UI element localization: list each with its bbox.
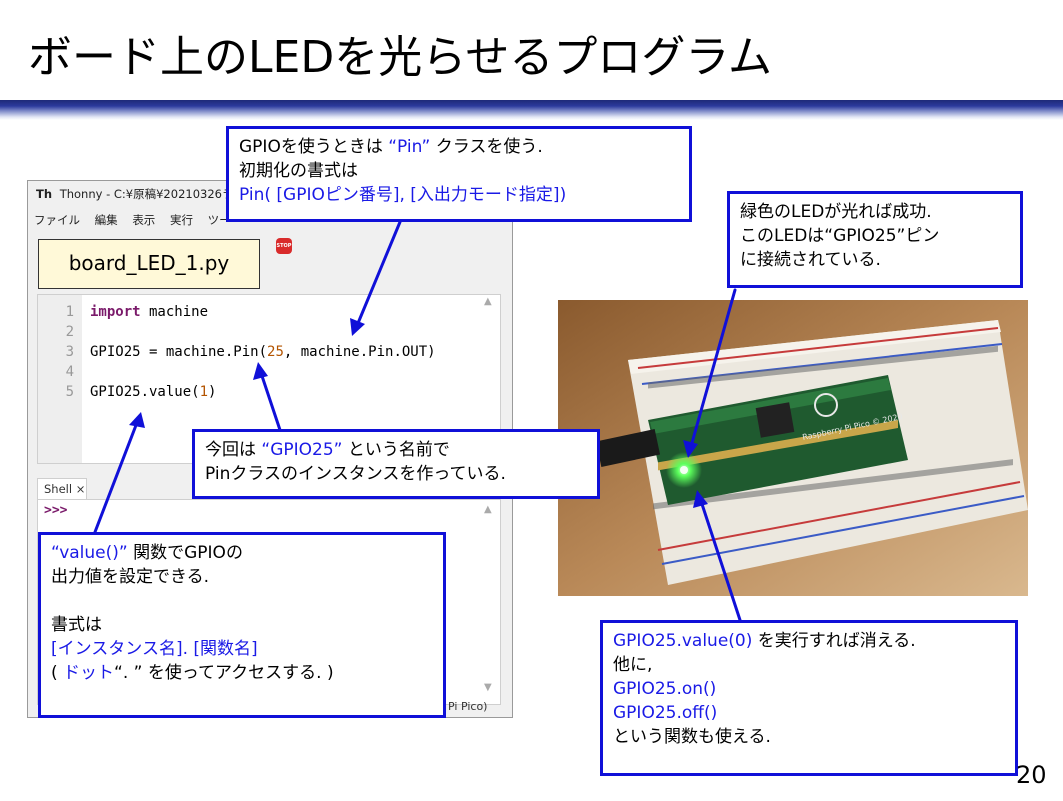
code-line-5: GPIO25.value(1) <box>90 382 216 402</box>
code-text: GPIO25.value( <box>90 384 200 400</box>
thonny-titlebar: Th Thonny - C:¥原稿¥20210326ラ <box>36 186 233 202</box>
menu-edit[interactable]: 編集 <box>94 213 118 227</box>
line-number: 4 <box>65 364 74 380</box>
callout-led-success: 緑色のLEDが光れば成功. このLEDは“GPIO25”ピン に接続されている. <box>727 191 1023 288</box>
callout-line: Pinクラスのインスタンスを作っている. <box>205 464 506 484</box>
callout-highlight: ドット <box>63 663 115 683</box>
line-number: 1 <box>65 304 74 320</box>
callout-line: GPIO25.off() <box>613 703 718 723</box>
callout-text: を実行すれば消える. <box>752 631 916 651</box>
callout-text: GPIOを使うときは <box>239 137 389 157</box>
callout-line: 書式は <box>51 615 102 635</box>
callout-line: [インスタンス名]. [関数名] <box>51 639 258 659</box>
code-number: 1 <box>199 384 209 400</box>
line-number-gutter <box>38 295 82 463</box>
callout-line: Pin( [GPIOピン番号], [入出力モード指定]) <box>239 185 567 205</box>
callout-line: という関数も使える. <box>613 727 771 747</box>
file-name-label: board_LED_1.py <box>38 239 260 289</box>
code-number: 25 <box>267 344 284 360</box>
callout-line: 今回は “GPIO25” という名前で <box>205 438 587 462</box>
menu-view[interactable]: 表示 <box>132 213 156 227</box>
callout-line: “value()” 関数でGPIOの <box>51 541 433 565</box>
callout-instance: 今回は “GPIO25” という名前で Pinクラスのインスタンスを作っている. <box>192 429 600 499</box>
callout-text: 関数でGPIOの <box>127 543 243 563</box>
callout-value-function: “value()” 関数でGPIOの 出力値を設定できる. 書式は [インスタン… <box>38 532 446 718</box>
callout-line: GPIO25.on() <box>613 679 717 699</box>
editor-scroll-up-icon[interactable]: ▲ <box>484 296 492 307</box>
shell-scroll-up-icon[interactable]: ▲ <box>484 504 492 515</box>
slide-title: ボード上のLEDを光らせるプログラム <box>28 32 772 83</box>
code-text: GPIO25 = machine.Pin( <box>90 344 268 360</box>
page-number: 20 <box>1016 761 1047 789</box>
thonny-logo-icon: Th <box>36 187 53 201</box>
callout-line: 初期化の書式は <box>239 161 358 181</box>
code-text: , machine.Pin.OUT) <box>283 344 436 360</box>
code-line-1: import machine <box>90 302 208 322</box>
thonny-menubar: ファイル 編集 表示 実行 ツー <box>34 212 242 228</box>
title-underline <box>0 100 1063 120</box>
callout-text: という名前で <box>342 440 450 460</box>
menu-file[interactable]: ファイル <box>34 213 80 227</box>
code-text: ) <box>208 384 217 400</box>
callout-line: 出力値を設定できる. <box>51 567 210 587</box>
tab-shell[interactable]: Shell × <box>37 478 87 500</box>
code-text: machine <box>140 304 209 320</box>
shell-scroll-down-icon[interactable]: ▼ <box>484 682 492 693</box>
menu-tools[interactable]: ツー <box>207 213 231 227</box>
menu-run[interactable]: 実行 <box>169 213 193 227</box>
interpreter-status[interactable]: y Pi Pico) <box>438 700 488 713</box>
line-number: 5 <box>65 384 74 400</box>
callout-line: 緑色のLEDが光れば成功. <box>740 202 932 222</box>
shell-prompt: >>> <box>44 503 68 518</box>
callout-on-off: GPIO25.value(0) を実行すれば消える. 他に, GPIO25.on… <box>600 620 1018 776</box>
callout-line: このLEDは“GPIO25”ピン <box>740 226 940 246</box>
code-line-3: GPIO25 = machine.Pin(25, machine.Pin.OUT… <box>90 342 436 362</box>
callout-line: GPIOを使うときは “Pin” クラスを使う. <box>239 135 679 159</box>
callout-text: 今回は <box>205 440 262 460</box>
line-number: 3 <box>65 344 74 360</box>
thonny-window-title: Thonny - C:¥原稿¥20210326ラ <box>59 187 234 201</box>
callout-line: に接続されている. <box>740 250 881 270</box>
code-keyword: import <box>90 304 141 320</box>
callout-line: ( ドット“. ” を使ってアクセスする. ) <box>51 661 433 685</box>
callout-highlight: “GPIO25” <box>261 440 343 460</box>
callout-line: 他に, <box>613 655 653 675</box>
callout-text: ( <box>51 663 64 683</box>
pico-breadboard-photo: Raspberry Pi Pico © 2020 <box>558 300 1028 596</box>
callout-line: GPIO25.value(0) を実行すれば消える. <box>613 629 1005 653</box>
callout-pin-class: GPIOを使うときは “Pin” クラスを使う. 初期化の書式は Pin( [G… <box>226 126 692 222</box>
photo-illustration: Raspberry Pi Pico © 2020 <box>558 300 1028 596</box>
callout-highlight: GPIO25.value(0) <box>613 631 753 651</box>
callout-text: クラスを使う. <box>430 137 543 157</box>
callout-text: “. ” を使ってアクセスする. ) <box>114 663 334 683</box>
callout-highlight: “value()” <box>51 543 128 563</box>
callout-spacer <box>51 589 433 613</box>
stop-icon[interactable]: STOP <box>276 238 292 254</box>
callout-highlight: “Pin” <box>388 137 431 157</box>
line-number: 2 <box>65 324 74 340</box>
